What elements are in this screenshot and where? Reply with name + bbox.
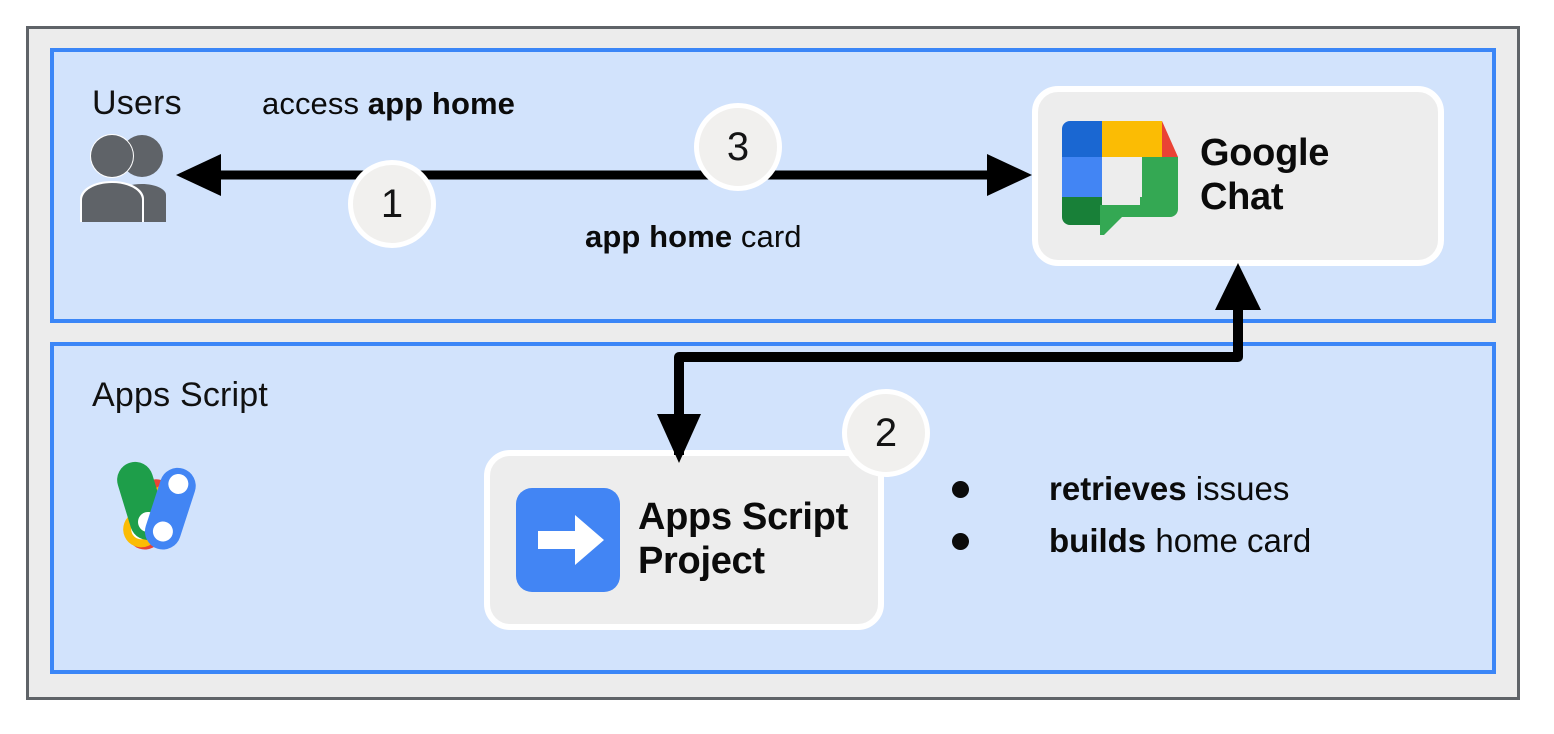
bullet-0-rest: issues: [1186, 470, 1290, 507]
panel-apps-script-label: Apps Script: [92, 376, 269, 414]
card-google-chat-title-line2: Chat: [1200, 176, 1284, 218]
label-card-suffix: card: [732, 219, 802, 254]
card-apps-script-project-title-line1: Apps Script: [638, 496, 848, 539]
card-apps-script-project[interactable]: Apps Script Project: [484, 450, 884, 630]
label-access-bold: app home: [367, 86, 515, 121]
apps-script-actions-list: retrieves issues builds home card: [952, 470, 1311, 560]
label-access-app-home: access app home: [262, 86, 515, 122]
step-badge-1: 1: [348, 160, 436, 248]
step-badge-2: 2: [842, 389, 930, 477]
users-icon: [78, 134, 182, 222]
label-access-prefix: access: [262, 86, 368, 121]
bullet-dot-icon: [952, 480, 969, 498]
list-item: retrieves issues: [952, 470, 1311, 508]
bullet-1-bold: builds: [1049, 522, 1147, 559]
bullet-1-rest: home card: [1146, 522, 1312, 559]
card-google-chat[interactable]: Google Chat: [1032, 86, 1444, 266]
bullet-0-bold: retrieves: [1049, 470, 1187, 507]
step-badge-3: 3: [694, 103, 782, 191]
panel-users-label: Users: [92, 84, 182, 122]
card-google-chat-title: Google Chat: [1200, 132, 1329, 219]
card-apps-script-project-title-line2: Project: [638, 540, 765, 582]
bullet-dot-icon: [952, 532, 969, 550]
card-apps-script-project-title: Apps Script Project: [638, 496, 848, 583]
google-chat-logo-icon: [1058, 117, 1182, 239]
label-app-home-card: app home card: [585, 219, 802, 255]
apps-script-logo-icon: [78, 440, 208, 560]
list-item: builds home card: [952, 522, 1311, 560]
card-google-chat-title-line1: Google: [1200, 132, 1330, 175]
apps-script-project-icon: [516, 488, 620, 592]
label-card-bold: app home: [585, 219, 733, 254]
